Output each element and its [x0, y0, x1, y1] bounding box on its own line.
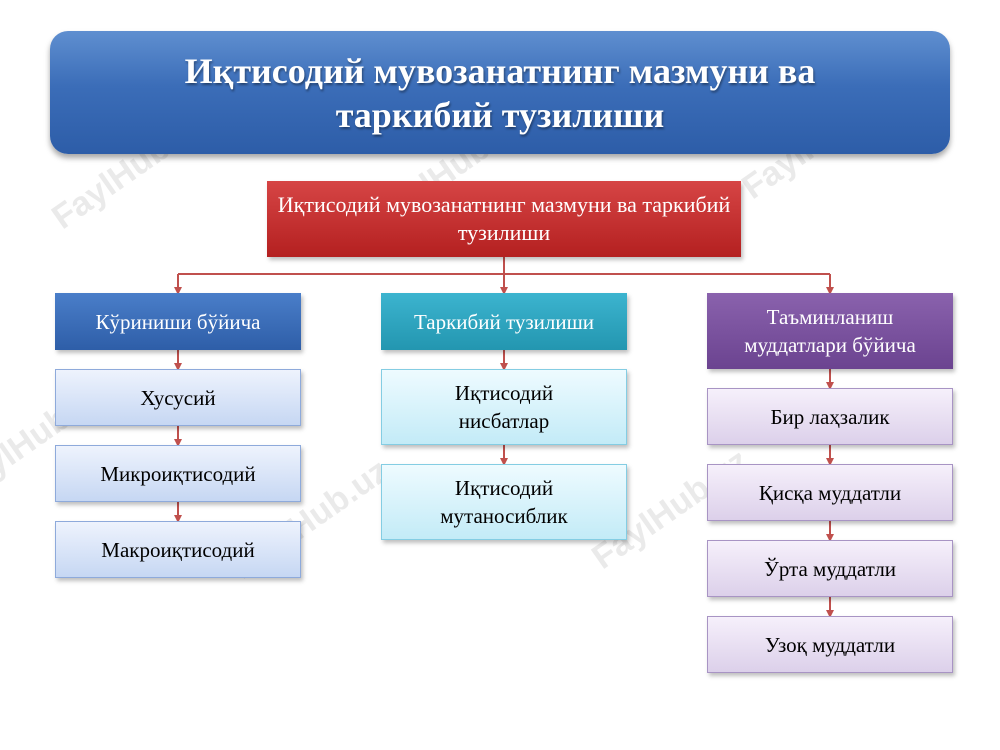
branch-2-item: Иқтисодий мутаносиблик — [381, 464, 627, 540]
branch-header-duration: Таъминланиш муддатлари бўйича — [707, 293, 953, 369]
branch-2-item: Иқтисодий нисбатлар — [381, 369, 627, 445]
page-title: Иқтисодий мувозанатнинг мазмуни ва тарки… — [184, 50, 816, 135]
branch-3-item: Қисқа муддатли — [707, 464, 953, 521]
branch-header-appearance: Кўриниши бўйича — [55, 293, 301, 350]
branch-1-item: Хусусий — [55, 369, 301, 426]
branch-3-item: Бир лаҳзалик — [707, 388, 953, 445]
root-node: Иқтисодий мувозанатнинг мазмуни ва тарки… — [267, 181, 741, 257]
branch-3-item: Узоқ муддатли — [707, 616, 953, 673]
branch-3-item: Ўрта муддатли — [707, 540, 953, 597]
title-banner: Иқтисодий мувозанатнинг мазмуни ва тарки… — [50, 31, 950, 154]
branch-1-item: Микроиқтисодий — [55, 445, 301, 502]
branch-1-item: Макроиқтисодий — [55, 521, 301, 578]
branch-header-structure: Таркибий тузилиши — [381, 293, 627, 350]
